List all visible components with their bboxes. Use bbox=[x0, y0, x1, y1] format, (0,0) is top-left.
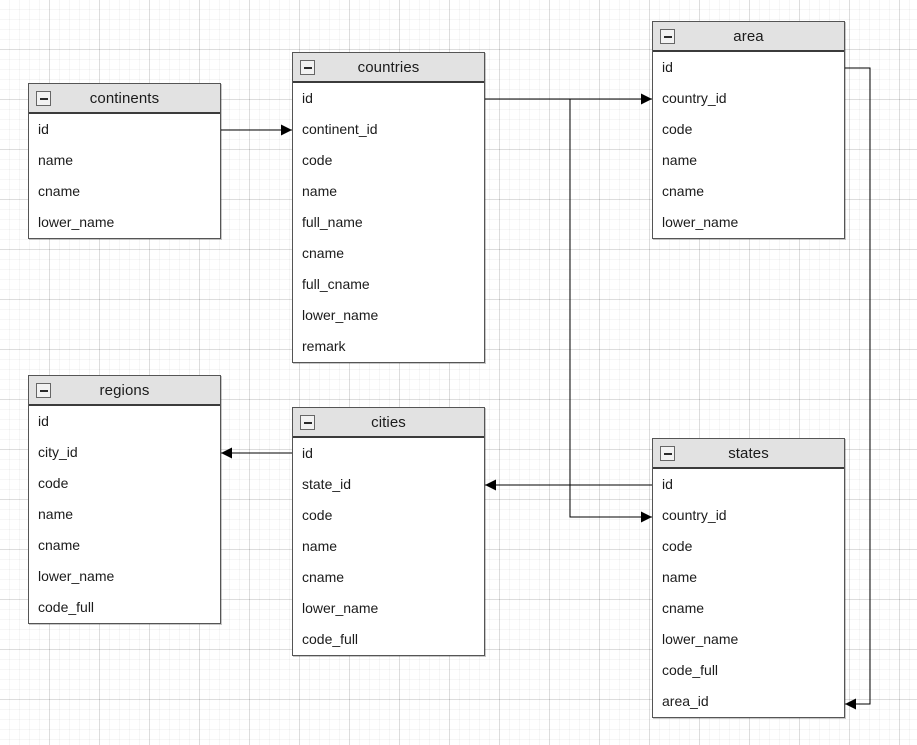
field-countries-name[interactable]: name bbox=[302, 183, 338, 199]
field-regions-lower_name[interactable]: lower_name bbox=[38, 568, 115, 584]
edge-arrowhead bbox=[641, 511, 652, 523]
field-states-code[interactable]: code bbox=[662, 538, 693, 554]
field-countries-continent_id[interactable]: continent_id bbox=[302, 121, 378, 137]
relationship-countries-id-to-area-country-id[interactable] bbox=[485, 93, 652, 105]
minus-box-icon[interactable] bbox=[660, 29, 675, 44]
entity-title-states: states bbox=[728, 444, 769, 462]
field-countries-full_name[interactable]: full_name bbox=[302, 214, 363, 230]
entity-title-cities: cities bbox=[371, 413, 406, 431]
edge-arrowhead bbox=[641, 93, 652, 105]
field-states-country_id[interactable]: country_id bbox=[662, 507, 727, 523]
field-regions-code_full[interactable]: code_full bbox=[38, 599, 95, 615]
field-cities-code[interactable]: code bbox=[302, 507, 333, 523]
edge-line bbox=[569, 99, 652, 518]
field-cities-state_id[interactable]: state_id bbox=[302, 476, 352, 492]
minus-box-icon[interactable] bbox=[36, 91, 51, 106]
field-states-name[interactable]: name bbox=[662, 569, 698, 585]
minus-box-icon[interactable] bbox=[660, 446, 675, 461]
field-continents-id[interactable]: id bbox=[38, 121, 49, 137]
field-countries-id[interactable]: id bbox=[302, 90, 313, 106]
field-countries-cname[interactable]: cname bbox=[302, 245, 345, 261]
minus-box-icon[interactable] bbox=[36, 383, 51, 398]
field-regions-city_id[interactable]: city_id bbox=[38, 444, 78, 460]
field-countries-full_cname[interactable]: full_cname bbox=[302, 276, 370, 292]
field-countries-code[interactable]: code bbox=[302, 152, 333, 168]
field-regions-cname[interactable]: cname bbox=[38, 537, 81, 553]
field-countries-remark[interactable]: remark bbox=[302, 338, 346, 354]
edge-arrowhead bbox=[845, 698, 856, 710]
relationship-states-id-to-cities-state-id[interactable] bbox=[485, 479, 652, 491]
entity-header-states[interactable]: states bbox=[653, 439, 844, 469]
minus-box-icon[interactable] bbox=[300, 415, 315, 430]
field-area-cname[interactable]: cname bbox=[662, 183, 705, 199]
relationship-countries-id-to-states-country-id[interactable] bbox=[569, 99, 652, 523]
field-continents-lower_name[interactable]: lower_name bbox=[38, 214, 115, 230]
field-area-name[interactable]: name bbox=[662, 152, 698, 168]
entity-fields-continents: id name cname lower_name bbox=[29, 114, 220, 238]
entity-title-continents: continents bbox=[89, 89, 160, 107]
field-states-code_full[interactable]: code_full bbox=[662, 662, 719, 678]
field-states-cname[interactable]: cname bbox=[662, 600, 705, 616]
entity-header-countries[interactable]: countries bbox=[293, 53, 484, 83]
field-cities-cname[interactable]: cname bbox=[302, 569, 345, 585]
field-area-id[interactable]: id bbox=[662, 59, 673, 75]
edge-arrowhead bbox=[221, 447, 232, 459]
field-continents-name[interactable]: name bbox=[38, 152, 74, 168]
edge-arrowhead bbox=[485, 479, 496, 491]
entity-title-area: area bbox=[733, 27, 764, 45]
field-countries-lower_name[interactable]: lower_name bbox=[302, 307, 379, 323]
entity-title-regions: regions bbox=[99, 381, 150, 399]
minus-box-icon[interactable] bbox=[300, 60, 315, 75]
field-regions-code[interactable]: code bbox=[38, 475, 69, 491]
entity-header-continents[interactable]: continents bbox=[29, 84, 220, 114]
field-cities-lower_name[interactable]: lower_name bbox=[302, 600, 379, 616]
field-states-lower_name[interactable]: lower_name bbox=[662, 631, 739, 647]
field-cities-code_full[interactable]: code_full bbox=[302, 631, 359, 647]
relationship-cities-id-to-regions-city-id[interactable] bbox=[221, 447, 292, 459]
field-states-id[interactable]: id bbox=[662, 476, 673, 492]
field-continents-cname[interactable]: cname bbox=[38, 183, 81, 199]
field-regions-name[interactable]: name bbox=[38, 506, 74, 522]
relationship-area-id-to-states-area-id[interactable] bbox=[845, 67, 871, 710]
field-regions-id[interactable]: id bbox=[38, 413, 49, 429]
field-area-code[interactable]: code bbox=[662, 121, 693, 137]
field-cities-id[interactable]: id bbox=[302, 445, 313, 461]
edge-arrowhead bbox=[281, 124, 292, 136]
entity-title-countries: countries bbox=[357, 58, 420, 76]
entity-header-area[interactable]: area bbox=[653, 22, 844, 52]
entity-header-cities[interactable]: cities bbox=[293, 408, 484, 438]
field-states-area_id[interactable]: area_id bbox=[662, 693, 709, 709]
edge-line bbox=[845, 67, 871, 705]
entity-continents[interactable]: continents id name cname lower_name bbox=[28, 83, 221, 239]
field-area-country_id[interactable]: country_id bbox=[662, 90, 727, 106]
entity-header-regions[interactable]: regions bbox=[29, 376, 220, 406]
field-cities-name[interactable]: name bbox=[302, 538, 338, 554]
field-area-lower_name[interactable]: lower_name bbox=[662, 214, 739, 230]
